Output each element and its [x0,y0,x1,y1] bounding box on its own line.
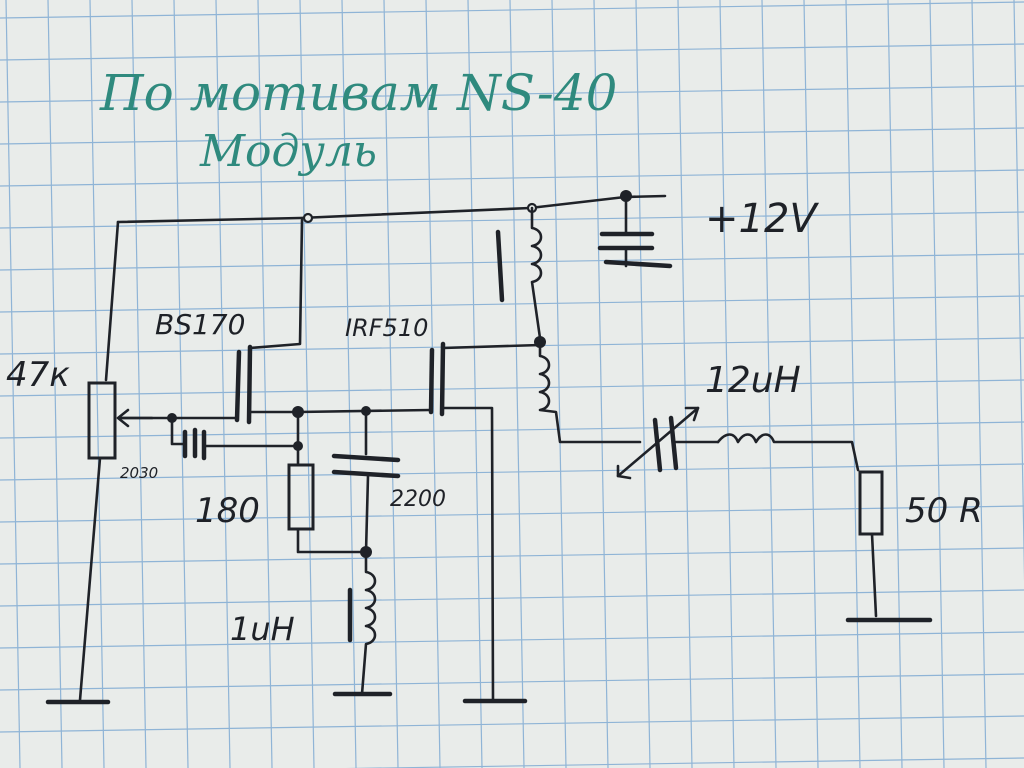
grid-line-vertical [131,0,147,768]
q2-label: IRF510 [345,314,428,342]
variable-output-capacitor [616,406,720,480]
grid-line-horizontal [0,1,1024,19]
supply-label: +12V [705,196,819,242]
inductor-1uh [347,550,377,696]
grid-line-vertical [383,0,399,768]
title-line-2: Модуль [199,126,377,177]
l1uh-label: 1uH [230,610,295,648]
grid-line-vertical [47,0,63,768]
grid-line-horizontal [0,211,1024,229]
grid-line-horizontal [0,127,1024,145]
grid-line-horizontal [0,295,1024,313]
grid-line-vertical [173,0,189,768]
grid-line-horizontal [0,85,1024,103]
load-label: 50 R [905,491,983,531]
grid-line-vertical [971,0,987,768]
q1-label: BS170 [155,308,245,341]
grid-line-vertical [677,0,693,768]
grid-line-vertical [845,0,861,768]
grid-line-horizontal [0,631,1024,649]
bs170-transistor [234,218,304,425]
grid-line-vertical [341,0,357,768]
load-resistor [858,470,884,618]
junction-trimcap [293,441,303,451]
grid-line-vertical [299,0,315,768]
inductor-12uh [716,433,860,472]
grid-line-horizontal [0,673,1024,691]
trimcap-label: 2030 [120,464,158,482]
l12uh-label: 12uH [705,360,801,401]
grid-line-vertical [257,0,273,768]
grid-line-horizontal [345,757,1024,768]
grid-line-vertical [215,0,231,768]
drain-choke [495,206,543,340]
supply-capacitor [597,194,673,269]
grid-line-horizontal [0,715,1024,733]
resistor-180 [287,463,368,554]
grid-line-horizontal [0,547,1024,565]
grid-line-horizontal [0,379,1024,397]
grid-line-vertical [551,0,567,768]
grid-line-horizontal [0,589,1024,607]
grid-line-vertical [1013,0,1024,582]
grid-line-vertical [887,0,903,768]
junction-top-left [302,212,314,224]
left-wire [104,220,120,382]
grid-line-vertical [719,0,735,768]
title-line-1: По мотивам NS-40 [99,64,617,122]
grid-line-vertical [803,0,819,768]
grid-line-horizontal [0,463,1024,481]
potentiometer [78,381,154,702]
grid-line-vertical [929,0,945,768]
grid-line-horizontal [0,43,1024,61]
grid-line-horizontal [0,169,1024,187]
grid-line-horizontal [0,421,1024,439]
c2200-label: 2200 [390,487,446,512]
capacitor-2200 [331,409,401,554]
grid-line-horizontal [0,505,1024,523]
grid-line-vertical [635,0,651,768]
top-rail-wire [116,194,667,224]
r180-label: 180 [195,491,260,531]
grid-line-horizontal [0,253,1024,271]
drain-inductor [538,340,642,444]
pot-label: 47к [6,355,70,395]
grid-line-vertical [5,0,21,768]
irf510-transistor [428,341,542,702]
grid-line-vertical [593,0,609,768]
trimmer-capacitor [170,416,300,461]
